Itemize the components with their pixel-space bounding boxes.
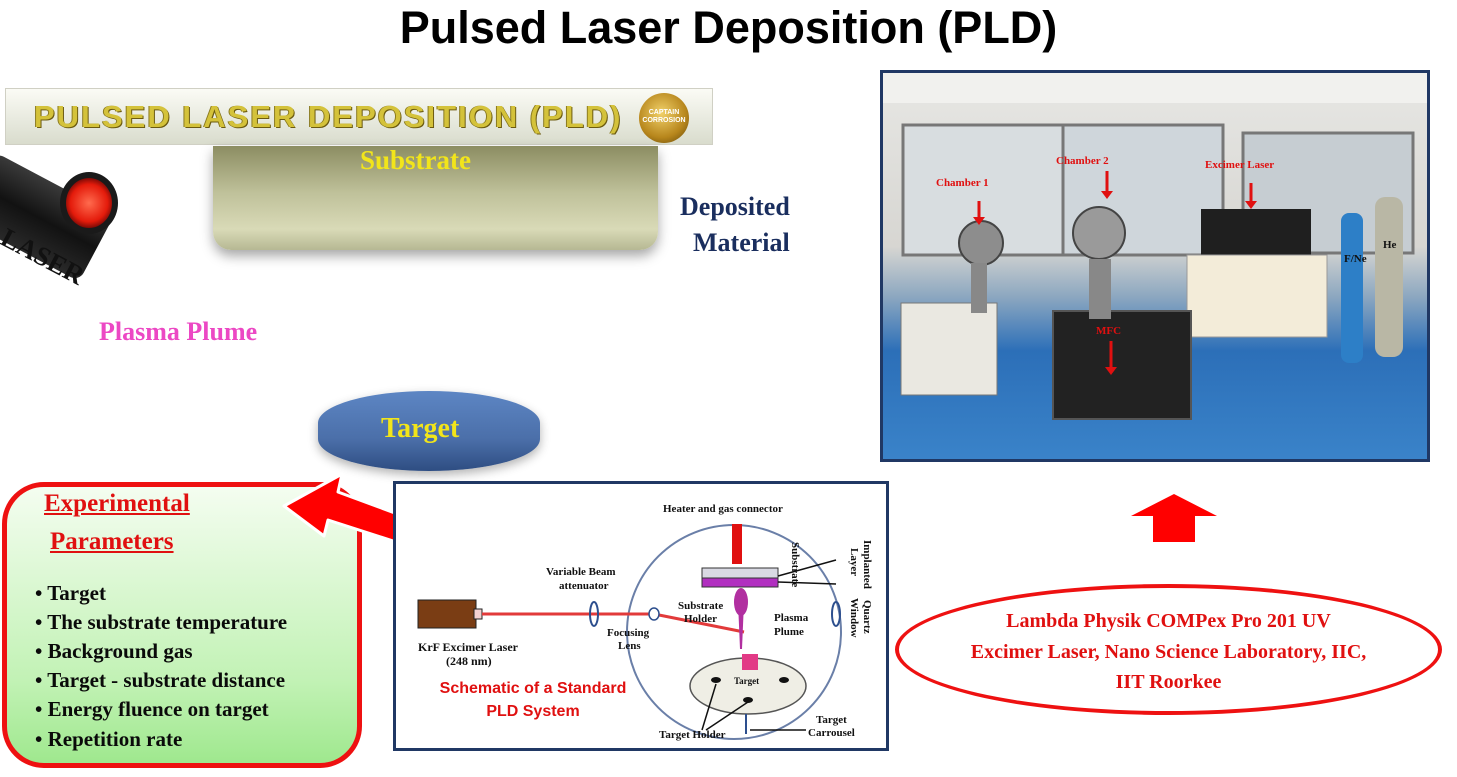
chamber2-label: Chamber 2 (1056, 155, 1109, 167)
laser-aperture (60, 172, 118, 234)
target-holder-label: Target Holder (659, 729, 726, 741)
caption-line2: Excimer Laser, Nano Science Laboratory, … (970, 641, 1367, 663)
schematic-drawing (417, 524, 842, 740)
logo-text: CAPTAIN CORROSION (642, 109, 686, 124)
laser-caption-ellipse (895, 584, 1442, 715)
lab-photo-drawing (883, 73, 1427, 420)
substrate-label: Substrate (360, 145, 472, 175)
lab-photo: Chamber 1 Chamber 2 Excimer Laser MFC F/… (880, 70, 1430, 462)
parameter-item: • The substrate temperature (35, 610, 288, 634)
schematic-caption-line2: PLD System (486, 703, 580, 720)
heater-label: Heater and gas connector (663, 503, 783, 515)
he-label: He (1383, 239, 1397, 251)
implanted-layer-label-line2: Layer (848, 548, 860, 577)
substrate-holder-label: Substrate (678, 600, 724, 612)
banner-text: PULSED LASER DEPOSITION (PLD) (34, 99, 623, 134)
experimental-heading: Experimental (44, 490, 190, 517)
chamber1-label: Chamber 1 (936, 177, 989, 189)
pld-schematic: Heater and gas connector Variable Beam a… (393, 481, 889, 751)
krf-laser-label: KrF Excimer Laser (418, 640, 518, 654)
parameter-item: • Background gas (35, 639, 193, 663)
target-label: Target (381, 413, 460, 444)
target-carrousel-label-line2: Carrousel (808, 727, 855, 739)
up-arrow-icon (1131, 494, 1217, 542)
parameter-item: • Target (35, 581, 106, 605)
wavelength-label: (248 nm) (446, 654, 492, 668)
captain-corrosion-logo: CAPTAIN CORROSION (639, 93, 689, 143)
quartz-window-label: Quartz (861, 600, 873, 634)
schematic-caption: Schematic of a Standard (439, 680, 627, 697)
caption-line1: Lambda Physik COMPex Pro 201 UV (1006, 610, 1331, 632)
implanted-layer-label: Implanted (861, 540, 873, 589)
parameter-item: • Energy fluence on target (35, 697, 269, 721)
deposited-material-label-line2: Material (693, 228, 790, 257)
substrate-holder-label-line2: Holder (684, 613, 717, 625)
caption-line3: IIT Roorkee (1115, 671, 1222, 693)
target-schematic-label: Target (734, 676, 760, 686)
excimer-laser-label: Excimer Laser (1205, 159, 1275, 171)
parameters-heading: Parameters (50, 528, 174, 555)
target-disk (318, 391, 540, 471)
parameter-item: • Target - substrate distance (35, 668, 286, 692)
attenuator-label: attenuator (559, 580, 609, 592)
quartz-window-label-line2: Window (848, 598, 860, 638)
focusing-lens-label-line2: Lens (618, 640, 641, 652)
substrate-rotated-label: Substrate (789, 542, 801, 588)
plasma-plume-schematic-label: Plasma (774, 612, 809, 624)
target-carrousel-label: Target (816, 714, 847, 726)
parameter-item: • Repetition rate (35, 727, 183, 751)
experimental-parameters-box (2, 482, 362, 768)
variable-beam-label: Variable Beam (546, 566, 616, 578)
mfc-label: MFC (1096, 325, 1122, 337)
deposited-material-label: Deposited (680, 192, 790, 221)
fne-label: F/Ne (1344, 253, 1367, 265)
page-title: Pulsed Laser Deposition (PLD) (399, 2, 1058, 53)
substrate-block (213, 146, 658, 250)
pld-banner: PULSED LASER DEPOSITION (PLD) CAPTAIN CO… (5, 88, 713, 145)
plasma-plume-label: Plasma Plume (99, 317, 258, 346)
focusing-lens-label: Focusing (607, 627, 650, 639)
plasma-plume-schematic-label-line2: Plume (774, 626, 804, 638)
